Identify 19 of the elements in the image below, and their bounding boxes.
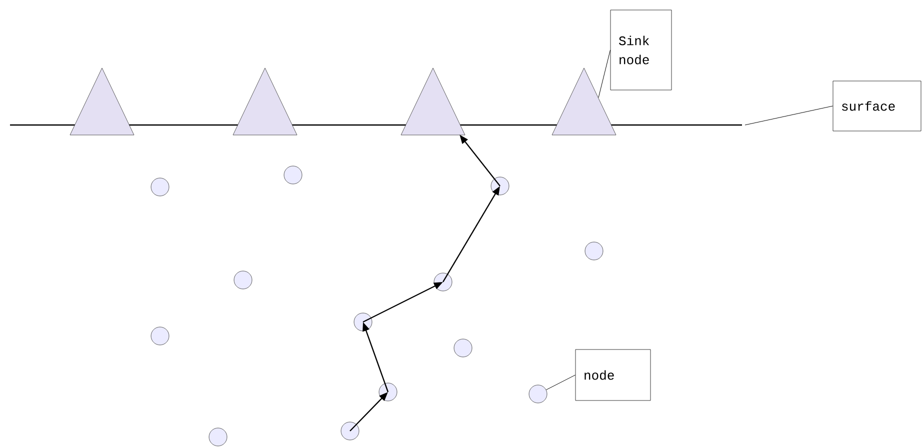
sink-triangle [552, 68, 616, 136]
leader-line [598, 50, 611, 98]
sensor-circle [208, 428, 228, 446]
sink-triangle [400, 68, 466, 136]
sensor-circle [454, 338, 472, 358]
label-box: node [575, 349, 651, 401]
sensor-circle [284, 166, 302, 184]
sensor-circle [528, 384, 548, 404]
sink-triangle [232, 68, 298, 136]
sensor-circle [584, 242, 604, 260]
sensor-circle [340, 422, 360, 440]
sensor-circle [234, 270, 252, 290]
label-box: surface [832, 80, 922, 132]
sink-triangle [70, 68, 134, 136]
leader-line [744, 106, 834, 126]
sensor-circle [150, 326, 170, 346]
label-box: Sink node [610, 10, 672, 90]
sensor-circle [150, 178, 170, 196]
leader-line [546, 374, 576, 390]
